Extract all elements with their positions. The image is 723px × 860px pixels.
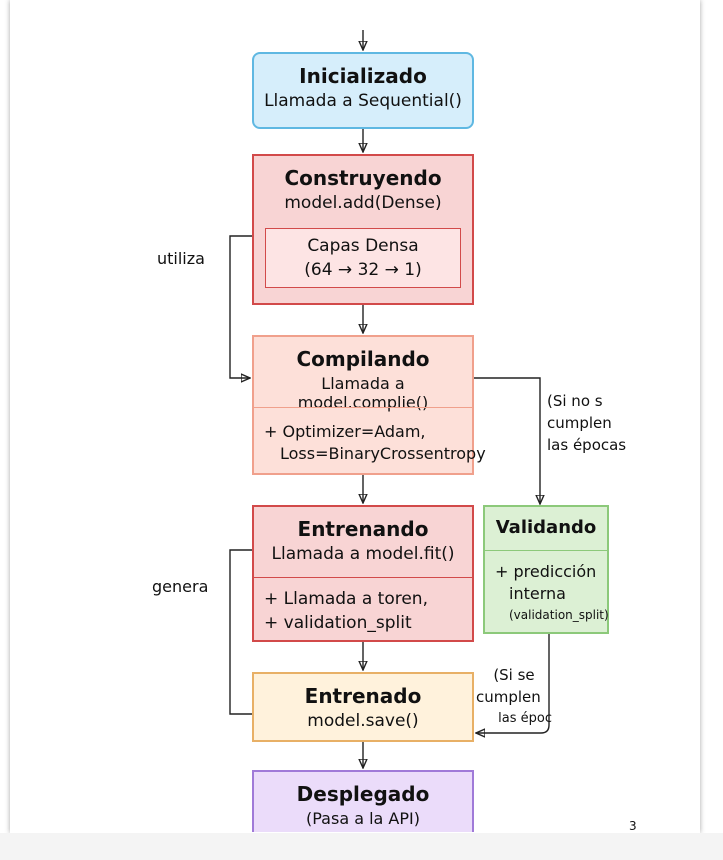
detail-line-2: Loss=BinaryCrossentropy <box>280 444 486 463</box>
state-title: Inicializado <box>299 64 427 88</box>
page-number: 3 <box>629 819 637 833</box>
arrow-utiliza <box>229 235 254 378</box>
detail-line-1: + Llamada a toren, <box>264 589 428 609</box>
state-title: Construyendo <box>284 166 442 190</box>
state-subtitle: Llamada a Sequential() <box>264 91 462 111</box>
cond-line-3: las épocas <box>547 436 627 454</box>
state-divider <box>254 577 472 578</box>
state-subtitle: model.add(Dense) <box>284 193 442 213</box>
state-divider <box>485 550 607 551</box>
edge-label-condition-met: (Si se cumplen las époc <box>476 664 552 730</box>
state-entrenado: Entrenado model.save() <box>252 672 474 742</box>
state-detail: + Llamada a toren, + validation_split <box>264 587 428 635</box>
state-title: Validando <box>495 517 597 538</box>
state-title: Compilando <box>296 347 430 371</box>
arrow-validate-to-trained <box>476 634 550 733</box>
state-subtitle: (Pasa a la API) <box>306 809 420 828</box>
inner-line-2: (64 → 32 → 1) <box>304 260 422 280</box>
edge-label-genera: genera <box>152 577 209 596</box>
cond-line-1: (Si se <box>493 666 535 684</box>
state-detail: + Optimizer=Adam, Loss=BinaryCrossentrop… <box>264 421 486 465</box>
state-validando: Validando + predicción interna (validati… <box>483 505 609 634</box>
detail-line-3: (validation_split) <box>509 608 609 622</box>
detail-line-1: + predicción <box>495 562 597 581</box>
cond-line-1: (Si no s <box>547 392 603 410</box>
state-desplegado: Desplegado (Pasa a la API) <box>252 770 474 832</box>
state-subtitle: Llamada a model.fit() <box>271 544 455 564</box>
edge-label-condition-not-met: (Si no s cumplen las épocas <box>547 390 626 456</box>
detail-line-2: interna <box>509 584 566 603</box>
state-title: Desplegado <box>296 782 430 806</box>
state-title: Entrenado <box>304 684 422 708</box>
cond-line-2: cumplen <box>547 414 612 432</box>
dense-layers-box: Capas Densa (64 → 32 → 1) <box>265 228 461 288</box>
arrow-compile-to-validate <box>474 377 540 504</box>
state-inicializado: Inicializado Llamada a Sequential() <box>252 52 474 129</box>
state-title: Entrenando <box>297 517 429 541</box>
state-subtitle: model.save() <box>307 711 419 731</box>
state-divider <box>254 407 472 408</box>
state-construyendo: Construyendo model.add(Dense) Capas Dens… <box>252 154 474 305</box>
detail-line-2: + validation_split <box>264 613 412 633</box>
cond-line-3: las époc <box>498 711 552 726</box>
state-detail: + predicción interna (validation_split) <box>495 561 609 625</box>
inner-line-1: Capas Densa <box>307 236 419 256</box>
cond-line-2: cumplen <box>476 688 541 706</box>
state-entrenando: Entrenando Llamada a model.fit() + Llama… <box>252 505 474 642</box>
edge-label-utiliza: utiliza <box>157 249 205 268</box>
detail-line-1: + Optimizer=Adam, <box>264 422 426 441</box>
page-footer-strip <box>0 833 723 860</box>
state-compilando: Compilando Llamada a model.complie() + O… <box>252 335 486 475</box>
arrow-genera-loop <box>229 549 254 715</box>
